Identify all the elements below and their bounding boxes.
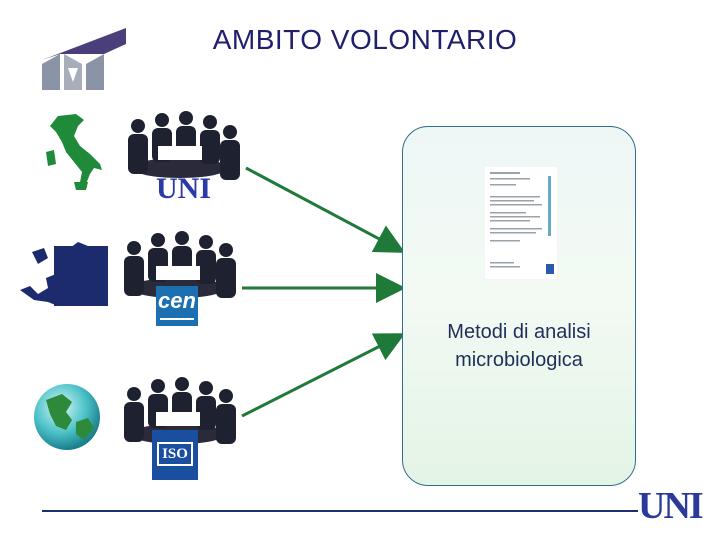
footer-divider xyxy=(42,510,638,512)
italy-map-icon xyxy=(46,114,102,190)
globe-icon xyxy=(34,384,100,450)
uni-logo: UNI xyxy=(156,172,212,205)
arrow-icon xyxy=(245,166,406,253)
meeting-group-icon xyxy=(124,377,236,444)
page-title: AMBITO VOLONTARIO xyxy=(212,24,518,55)
footer-uni-logo: UNI xyxy=(638,485,704,527)
arrow-icon xyxy=(241,333,406,418)
standard-document-icon xyxy=(484,166,558,280)
europe-map-icon xyxy=(20,242,108,306)
caption-line-2: microbiologica xyxy=(455,349,583,371)
caption-line-1: Metodi di analisi xyxy=(447,321,591,343)
corporate-logo-icon xyxy=(42,28,126,90)
document-caption: Metodi di analisi microbiologica xyxy=(402,318,636,374)
cen-logo: cen xyxy=(156,286,198,326)
iso-logo: ISO xyxy=(152,430,198,480)
meeting-group-icon xyxy=(128,111,240,180)
